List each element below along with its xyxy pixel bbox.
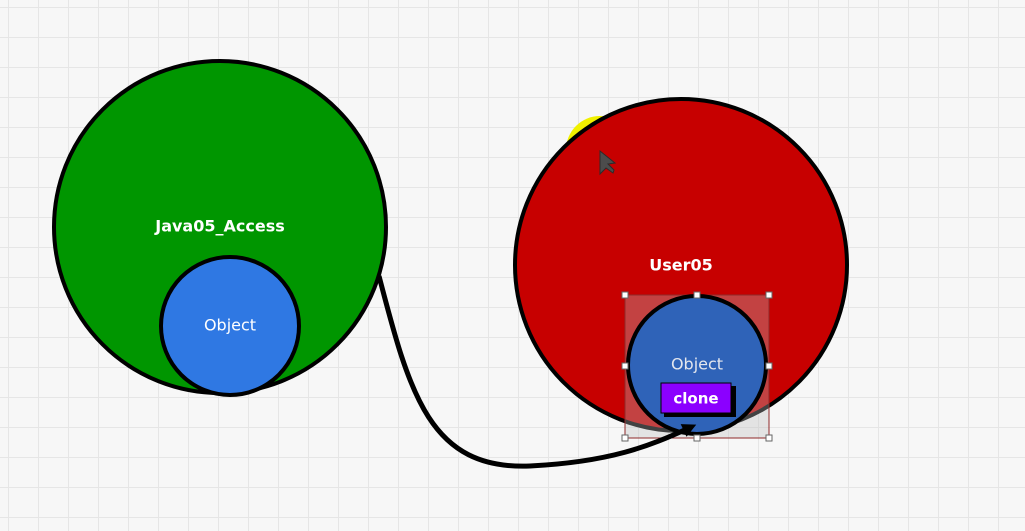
selected-object-right[interactable]: Object clone	[621, 291, 773, 442]
mouse-cursor-icon	[599, 149, 617, 176]
selection-handle-top[interactable]	[693, 291, 701, 299]
selection-handle-bottom-right[interactable]	[765, 434, 773, 442]
selection-handle-bottom-left[interactable]	[621, 434, 629, 442]
object-left-circle	[159, 255, 301, 397]
selection-handle-top-left[interactable]	[621, 291, 629, 299]
selection-handle-right[interactable]	[765, 362, 773, 370]
clone-tag-label: clone	[673, 390, 718, 408]
selection-handle-left[interactable]	[621, 362, 629, 370]
clone-tag-box	[660, 382, 732, 414]
connection-arrow[interactable]	[376, 275, 697, 469]
selection-handle-top-right[interactable]	[765, 291, 773, 299]
object-right-label: Object	[671, 355, 723, 374]
java05-access-label: Java05_Access	[154, 217, 285, 236]
selection-handle-bottom[interactable]	[693, 434, 701, 442]
clone-tag[interactable]: clone	[660, 382, 736, 417]
node-object-left[interactable]: Object	[159, 255, 301, 397]
user05-label: User05	[649, 256, 713, 275]
object-left-label: Object	[204, 316, 256, 335]
